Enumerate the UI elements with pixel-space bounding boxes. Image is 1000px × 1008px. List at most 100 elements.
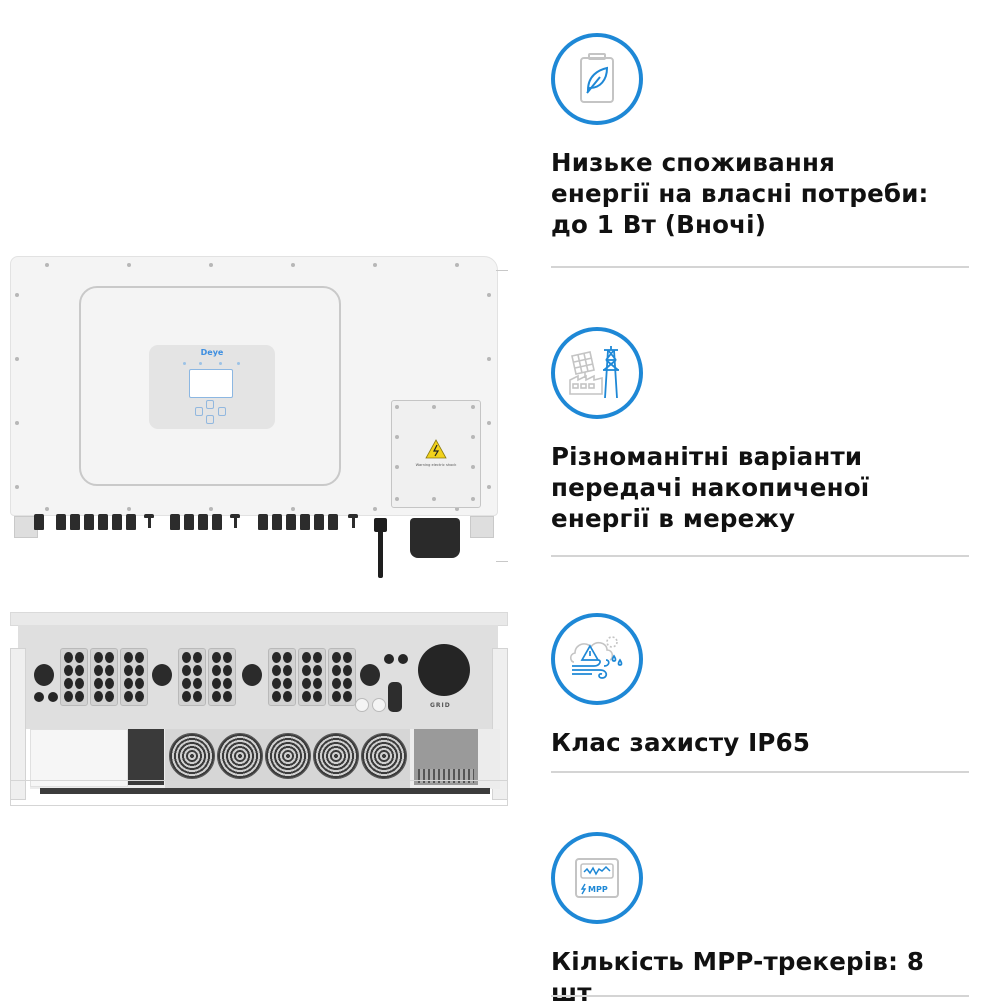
mounting-foot bbox=[470, 516, 494, 538]
dc-connector bbox=[126, 514, 136, 530]
bolt bbox=[373, 507, 377, 511]
back-key-icon bbox=[195, 407, 203, 416]
bolt bbox=[487, 485, 491, 489]
feature-ip65: Клас захисту IP65 bbox=[551, 613, 969, 758]
battery-leaf-icon bbox=[580, 53, 614, 103]
bolt bbox=[291, 263, 295, 267]
mpp-icon-text: MPP bbox=[588, 885, 608, 894]
port bbox=[34, 692, 44, 702]
port bbox=[372, 698, 386, 712]
port bbox=[355, 698, 369, 712]
mount-edge bbox=[496, 270, 508, 271]
weather-protection-icon bbox=[569, 636, 623, 679]
feature-icon-circle: MPP bbox=[551, 832, 643, 924]
mpp-tracker-icon: MPP bbox=[575, 858, 619, 898]
dc-connector bbox=[170, 514, 180, 530]
dc-switch-1 bbox=[34, 664, 54, 686]
bolt bbox=[471, 435, 475, 439]
bolt bbox=[395, 435, 399, 439]
control-panel: Deye bbox=[149, 345, 275, 429]
dc-connector bbox=[348, 514, 358, 528]
brand-logo: Deye bbox=[200, 348, 224, 357]
down-key-icon bbox=[206, 415, 214, 424]
lcd-screen bbox=[189, 369, 233, 398]
front-panel-outline bbox=[79, 286, 341, 486]
dc-switch-4 bbox=[360, 664, 380, 686]
bolt bbox=[487, 421, 491, 425]
dc-connector bbox=[212, 514, 222, 530]
feature-title: Різноманітні варіанти передачі накопичен… bbox=[551, 442, 870, 533]
heatsink-left bbox=[30, 729, 128, 787]
up-key-icon bbox=[206, 400, 214, 409]
bolt bbox=[471, 465, 475, 469]
bolt bbox=[471, 405, 475, 409]
divider bbox=[551, 771, 969, 773]
dc-connector bbox=[112, 514, 122, 530]
mppt-block bbox=[60, 648, 88, 706]
divider bbox=[551, 555, 969, 557]
heatsink-right bbox=[414, 729, 478, 785]
status-led bbox=[237, 362, 240, 365]
feature-self-consumption: Низьке споживання енергії на власні потр… bbox=[551, 33, 969, 240]
dc-connector bbox=[258, 514, 268, 530]
mppt-block bbox=[328, 648, 356, 706]
feature-icon-circle bbox=[551, 327, 643, 419]
dc-connector bbox=[198, 514, 208, 530]
grid-label: GRID bbox=[430, 702, 451, 709]
communication-cable bbox=[378, 518, 383, 578]
inverter-bottom-image: GRID bbox=[10, 612, 510, 807]
bolt bbox=[432, 405, 436, 409]
enter-key-icon bbox=[218, 407, 226, 416]
feature-title: Кількість MPP-трекерів: 8 шт bbox=[551, 947, 925, 1007]
bolt bbox=[471, 497, 475, 501]
solar-grid-tower-icon bbox=[569, 346, 619, 399]
dc-switch-2 bbox=[152, 664, 172, 686]
port bbox=[398, 654, 408, 664]
mount-edge bbox=[496, 561, 508, 562]
bolt bbox=[127, 263, 131, 267]
fan-icon bbox=[217, 733, 263, 779]
fan-icon bbox=[313, 733, 359, 779]
mounting-base bbox=[10, 780, 508, 806]
feature-icon-circle bbox=[551, 33, 643, 125]
fan-icon bbox=[361, 733, 407, 779]
dc-connector bbox=[230, 514, 240, 528]
port bbox=[384, 654, 394, 664]
bolt bbox=[432, 497, 436, 501]
fan-tray bbox=[165, 729, 410, 789]
mppt-block bbox=[298, 648, 326, 706]
dc-connector bbox=[144, 514, 154, 528]
mounting-bar bbox=[40, 788, 490, 794]
bolt bbox=[487, 293, 491, 297]
mppt-block bbox=[208, 648, 236, 706]
dc-connector bbox=[70, 514, 80, 530]
heatsink-dark bbox=[128, 729, 164, 785]
bolt bbox=[373, 263, 377, 267]
bolt bbox=[15, 485, 19, 489]
warning-label: Warning electric shock bbox=[415, 463, 457, 467]
bolt bbox=[209, 507, 213, 511]
dc-connector bbox=[98, 514, 108, 530]
bolt bbox=[15, 357, 19, 361]
status-led bbox=[183, 362, 186, 365]
dc-switch-3 bbox=[242, 664, 262, 686]
bolt bbox=[15, 293, 19, 297]
port bbox=[48, 692, 58, 702]
inverter-housing: Deye Warning elect bbox=[10, 256, 498, 516]
bolt bbox=[487, 357, 491, 361]
ac-cable-gland bbox=[410, 518, 460, 558]
bolt bbox=[291, 507, 295, 511]
status-led bbox=[219, 362, 222, 365]
bolt bbox=[127, 507, 131, 511]
dc-connector bbox=[56, 514, 66, 530]
dc-connector bbox=[34, 514, 44, 530]
mppt-block bbox=[178, 648, 206, 706]
status-led bbox=[199, 362, 202, 365]
mppt-block bbox=[268, 648, 296, 706]
mppt-block bbox=[120, 648, 148, 706]
bolt bbox=[395, 405, 399, 409]
bolt bbox=[455, 507, 459, 511]
dc-connector bbox=[184, 514, 194, 530]
bolt bbox=[15, 421, 19, 425]
dc-connector bbox=[300, 514, 310, 530]
